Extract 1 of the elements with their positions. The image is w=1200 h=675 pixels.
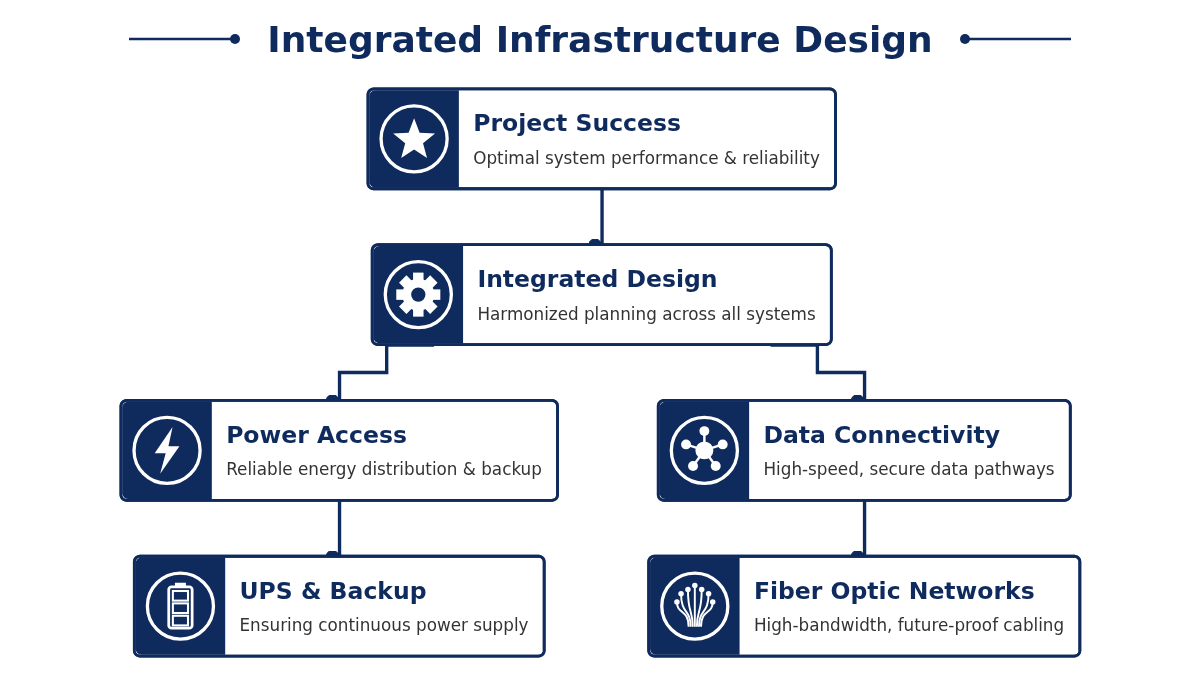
diagram-title: Integrated Infrastructure Design xyxy=(267,18,933,60)
